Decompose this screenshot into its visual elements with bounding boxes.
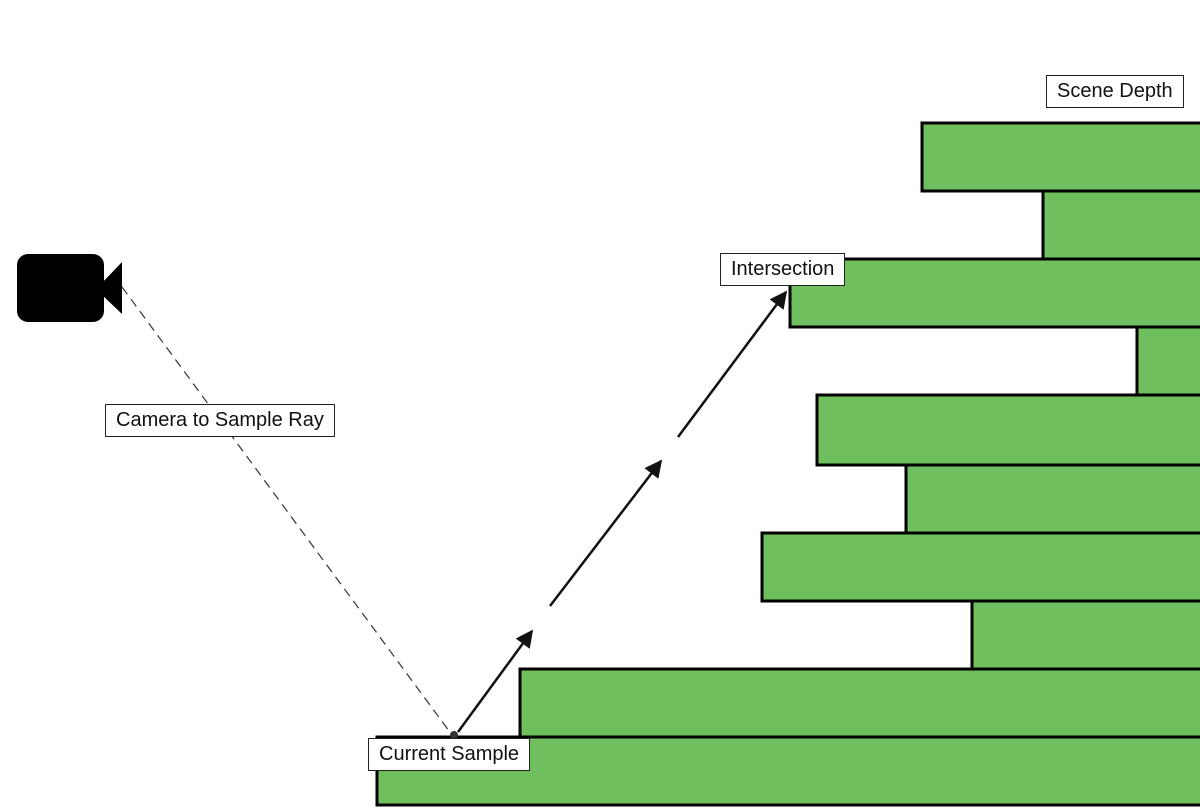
ray-step-1 <box>456 629 534 733</box>
scene-depth-label: Scene Depth <box>1046 75 1184 108</box>
intersection-label: Intersection <box>720 253 846 286</box>
camera-ray-label: Camera to Sample Ray <box>105 404 335 437</box>
ray-step-3 <box>676 290 788 438</box>
scene-depth-bars <box>375 121 1200 807</box>
depth-bar <box>1135 325 1200 397</box>
depth-bar <box>970 599 1200 671</box>
depth-bar <box>518 667 1200 739</box>
depth-bar <box>1041 189 1200 261</box>
camera-to-sample-ray <box>121 286 453 736</box>
ray-step-2 <box>549 459 663 607</box>
depth-bar <box>815 393 1200 467</box>
depth-bar <box>788 257 1200 329</box>
depth-bar <box>920 121 1200 193</box>
ray-march-steps <box>456 290 788 733</box>
depth-bar <box>760 531 1200 603</box>
current-sample-label: Current Sample <box>368 738 531 771</box>
depth-bar <box>904 463 1200 535</box>
current-sample-point <box>450 731 458 739</box>
video-camera-icon <box>17 254 122 322</box>
